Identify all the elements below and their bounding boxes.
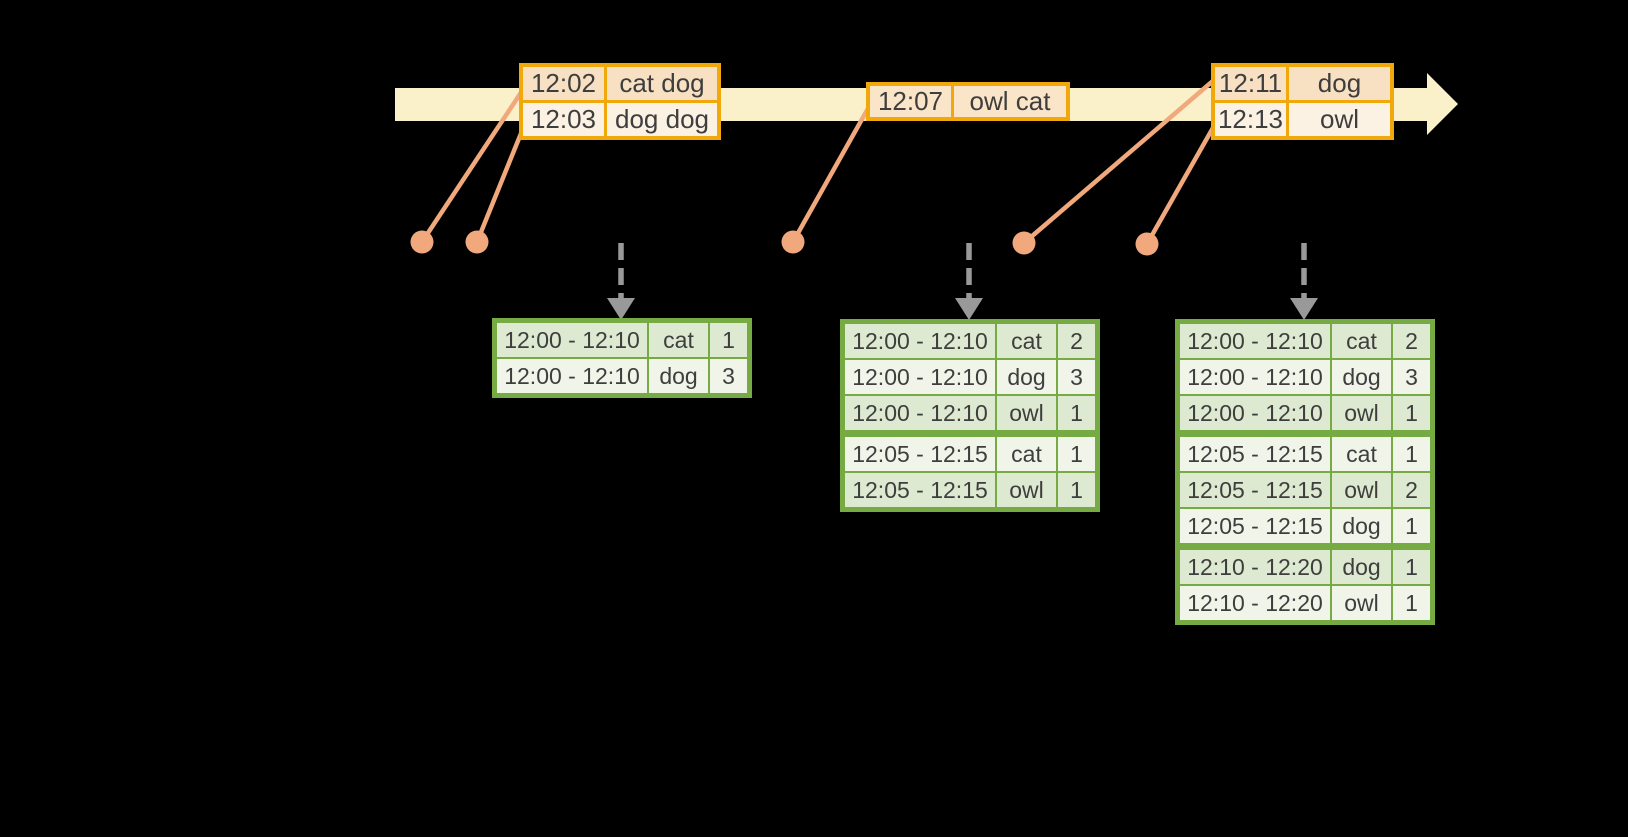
word-cell: cat [1332,324,1391,358]
result-row: 12:00 - 12:10 cat 1 [497,323,747,357]
event-words-cell: cat dog [607,67,717,100]
result-table-1: 12:00 - 12:10 cat 1 12:00 - 12:10 dog 3 [492,318,752,398]
window-cell: 12:00 - 12:10 [497,359,647,393]
result-row: 12:00 - 12:10 cat 2 [1180,324,1430,358]
result-row: 12:00 - 12:10 dog 3 [1180,360,1430,394]
window-cell: 12:00 - 12:10 [845,396,995,430]
word-cell: owl [1332,473,1391,507]
result-row: 12:00 - 12:10 owl 1 [1180,396,1430,430]
event-connector-line [474,123,527,245]
window-cell: 12:00 - 12:10 [1180,324,1330,358]
window-cell: 12:00 - 12:10 [497,323,647,357]
event-row: 12:03 dog dog [523,103,717,136]
window-cell: 12:00 - 12:10 [1180,396,1330,430]
result-table-3: 12:00 - 12:10 cat 2 12:00 - 12:10 dog 3 … [1175,319,1435,625]
event-words-cell: dog [1289,67,1390,100]
result-row: 12:00 - 12:10 owl 1 [845,396,1095,430]
word-cell: dog [997,360,1056,394]
trigger-down-arrow-icon [955,243,983,320]
result-table-2: 12:00 - 12:10 cat 2 12:00 - 12:10 dog 3 … [840,319,1100,512]
event-dot [781,230,805,254]
event-words-cell: dog dog [607,103,717,136]
event-time-cell: 12:07 [870,86,951,117]
trigger-arrow-head [955,298,983,320]
window-cell: 12:05 - 12:15 [845,473,995,507]
word-cell: cat [649,323,708,357]
event-words-cell: owl [1289,103,1390,136]
event-table-3: 12:11 dog 12:13 owl [1211,63,1394,140]
word-cell: owl [997,396,1056,430]
result-row: 12:05 - 12:15 cat 1 [1180,437,1430,471]
event-row: 12:11 dog [1215,67,1390,100]
event-connector-line [1021,77,1217,246]
event-time-cell: 12:13 [1215,103,1286,136]
event-connector-line [419,85,527,245]
result-row: 12:05 - 12:15 owl 2 [1180,473,1430,507]
count-cell: 1 [1058,396,1095,430]
window-cell: 12:05 - 12:15 [1180,437,1330,471]
result-row: 12:10 - 12:20 owl 1 [1180,586,1430,620]
count-cell: 1 [1393,550,1430,584]
event-row: 12:13 owl [1215,103,1390,136]
event-table-1: 12:02 cat dog 12:03 dog dog [519,63,721,140]
event-time-cell: 12:03 [523,103,604,136]
event-dot [1012,231,1036,255]
result-row: 12:00 - 12:10 cat 2 [845,324,1095,358]
result-row: 12:00 - 12:10 dog 3 [497,359,747,393]
result-row: 12:00 - 12:10 dog 3 [845,360,1095,394]
word-cell: cat [1332,437,1391,471]
result-row: 12:05 - 12:15 owl 1 [845,473,1095,507]
event-connector-line [1144,123,1217,247]
trigger-down-arrow-icon [607,243,635,320]
word-cell: dog [1332,509,1391,543]
event-time-cell: 12:11 [1215,67,1286,100]
trigger-arrow-head [1290,298,1318,320]
window-cell: 12:05 - 12:15 [1180,473,1330,507]
event-words-cell: owl cat [954,86,1066,117]
event-connector-line [790,102,873,245]
word-cell: owl [1332,586,1391,620]
window-cell: 12:05 - 12:15 [845,437,995,471]
count-cell: 1 [1393,509,1430,543]
count-cell: 3 [1393,360,1430,394]
word-cell: cat [997,437,1056,471]
result-row: 12:05 - 12:15 cat 1 [845,437,1095,471]
window-cell: 12:00 - 12:10 [845,324,995,358]
window-cell: 12:10 - 12:20 [1180,550,1330,584]
event-row: 12:07 owl cat [870,86,1066,117]
word-cell: dog [1332,360,1391,394]
count-cell: 3 [1058,360,1095,394]
event-row: 12:02 cat dog [523,67,717,100]
result-row: 12:05 - 12:15 dog 1 [1180,509,1430,543]
event-table-2: 12:07 owl cat [866,82,1070,121]
word-cell: owl [997,473,1056,507]
count-cell: 2 [1393,324,1430,358]
count-cell: 1 [1058,437,1095,471]
trigger-arrow-head [607,298,635,320]
word-cell: owl [1332,396,1391,430]
count-cell: 1 [1393,396,1430,430]
event-dot [1135,232,1159,256]
event-dot [410,230,434,254]
trigger-down-arrow-icon [1290,243,1318,320]
result-row: 12:10 - 12:20 dog 1 [1180,550,1430,584]
word-cell: dog [649,359,708,393]
count-cell: 1 [710,323,747,357]
count-cell: 2 [1058,324,1095,358]
count-cell: 1 [1393,437,1430,471]
count-cell: 1 [1393,586,1430,620]
window-cell: 12:00 - 12:10 [1180,360,1330,394]
window-cell: 12:10 - 12:20 [1180,586,1330,620]
window-cell: 12:05 - 12:15 [1180,509,1330,543]
count-cell: 1 [1058,473,1095,507]
word-cell: dog [1332,550,1391,584]
count-cell: 2 [1393,473,1430,507]
window-cell: 12:00 - 12:10 [845,360,995,394]
event-dot [465,230,489,254]
word-cell: cat [997,324,1056,358]
count-cell: 3 [710,359,747,393]
event-time-cell: 12:02 [523,67,604,100]
